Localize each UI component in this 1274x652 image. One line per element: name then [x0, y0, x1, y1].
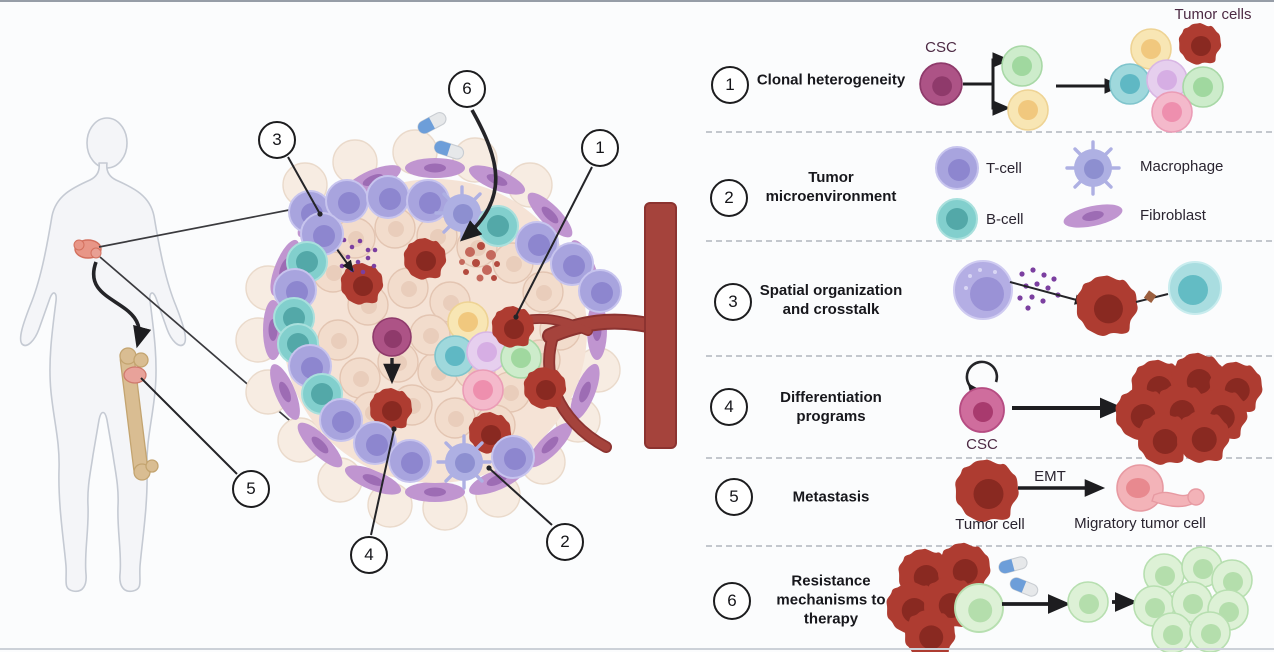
legend-label-spatial-organization: Spatial organization and crosstalk	[759, 282, 903, 318]
diagram-marker-6: 6	[448, 70, 486, 108]
marker-number: 6	[462, 79, 472, 98]
human-body-silhouette	[19, 117, 187, 593]
legend-marker-5: 5	[715, 478, 753, 516]
dying-cell-debris	[459, 242, 500, 282]
vessel-branches	[499, 313, 656, 453]
legend-marker-1: 1	[711, 66, 749, 104]
csc-cell-icon	[959, 387, 1005, 433]
clone-cell-green-icon	[1001, 45, 1043, 87]
diagram-marker-4: 4	[350, 536, 388, 574]
marker-number: 1	[595, 138, 605, 157]
row6-graphic-resistance	[886, 542, 1253, 652]
marker-number: 5	[729, 487, 739, 506]
macrophage-icon	[1065, 140, 1121, 196]
row1-graphic-clonal-heterogeneity: CSC Tumor cells	[919, 6, 1252, 133]
csc-cell	[372, 317, 412, 357]
csc-label: CSC	[925, 39, 957, 56]
row2-graphic-tme-key: T-cell B-cell Macrophage Fibroblast	[935, 140, 1223, 240]
diagram-marker-5: 5	[232, 470, 270, 508]
primary-tumor	[73, 239, 102, 259]
tumor-cell-label: Tumor cell	[955, 516, 1024, 533]
tumor-cell-icon	[955, 459, 1019, 522]
row-separator	[706, 457, 1272, 459]
tumor-illustration	[19, 109, 677, 593]
bottom-edge-line	[0, 648, 1274, 650]
row-separator	[706, 131, 1272, 133]
self-renewal-arrow	[965, 360, 999, 400]
therapy-pills-icon	[997, 554, 1041, 599]
legend-label-metastasis: Metastasis	[792, 488, 870, 506]
marker-number: 2	[560, 532, 570, 551]
row4-graphic-differentiation: CSC	[959, 352, 1263, 465]
bone-tumor	[123, 366, 147, 384]
b-cell-label: B-cell	[986, 211, 1024, 228]
legend-marker-6: 6	[713, 582, 751, 620]
marker-number: 4	[364, 545, 374, 564]
marker-number: 2	[724, 188, 734, 207]
secreted-factors-icon	[1017, 267, 1061, 311]
marker-number: 1	[725, 75, 735, 94]
row-separator	[706, 355, 1272, 357]
diagram-marker-3: 3	[258, 121, 296, 159]
csc-cell-icon	[919, 62, 963, 106]
legend-label-differentiation-programs: Differentiation programs	[780, 389, 882, 425]
marker-number: 3	[272, 130, 282, 149]
legend-label-resistance-mechanisms: Resistance mechanisms to therapy	[776, 572, 886, 628]
receptor-icon	[1143, 290, 1157, 303]
legend-marker-4: 4	[710, 388, 748, 426]
fibroblast-icon	[1061, 199, 1125, 233]
surviving-resistant-cell-icon	[1067, 581, 1109, 623]
legend-marker-3: 3	[714, 283, 752, 321]
emt-label: EMT	[1034, 468, 1066, 485]
marker-number: 3	[728, 292, 738, 311]
marker-number: 6	[727, 591, 737, 610]
resistant-mass-icon	[1133, 546, 1253, 652]
clone-cell-yellow-icon	[1007, 89, 1049, 131]
tumor-cell-icon	[1076, 275, 1138, 336]
b-cell-icon	[936, 198, 978, 240]
metastasis-arrow	[91, 261, 152, 349]
signaling-cell-icon	[953, 260, 1013, 320]
therapy-arrow	[459, 109, 498, 242]
migratory-tumor-cell-label: Migratory tumor cell	[1074, 515, 1206, 532]
row-separator	[706, 545, 1272, 547]
tumor-cells-cluster-icon	[1109, 23, 1224, 133]
blood-vessel	[644, 202, 677, 449]
t-cell-icon	[935, 146, 979, 190]
legend-marker-2: 2	[710, 179, 748, 217]
marker-number: 4	[724, 397, 734, 416]
row3-graphic-crosstalk	[953, 260, 1222, 336]
mixed-tumor-mass-icon	[886, 542, 1004, 652]
fibroblast-label: Fibroblast	[1140, 207, 1207, 224]
legend-label-tumor-microenvironment: Tumor microenvironment	[765, 169, 897, 205]
row-separator	[706, 240, 1272, 242]
tumor-cell-mass-icon	[1115, 352, 1263, 465]
macrophage-label: Macrophage	[1140, 158, 1223, 175]
migratory-tumor-cell-icon	[1116, 464, 1205, 512]
callout-lines	[140, 156, 593, 536]
csc-label: CSC	[966, 436, 998, 453]
marker-number: 5	[246, 479, 256, 498]
t-cell-label: T-cell	[986, 160, 1022, 177]
bone-metastasis	[119, 347, 159, 481]
diagram-marker-1: 1	[581, 129, 619, 167]
top-edge-line	[0, 0, 1274, 2]
receiving-cell-icon	[1168, 261, 1222, 315]
tumor-microenvironment-circle	[235, 129, 656, 531]
tumor-cells-label: Tumor cells	[1175, 6, 1252, 23]
row5-graphic-metastasis: Tumor cell EMT Migratory tumor cell	[955, 459, 1206, 533]
resistant-cell-icon	[954, 583, 1004, 633]
legend-label-clonal-heterogeneity: Clonal heterogeneity	[756, 71, 906, 89]
diagram-marker-2: 2	[546, 523, 584, 561]
